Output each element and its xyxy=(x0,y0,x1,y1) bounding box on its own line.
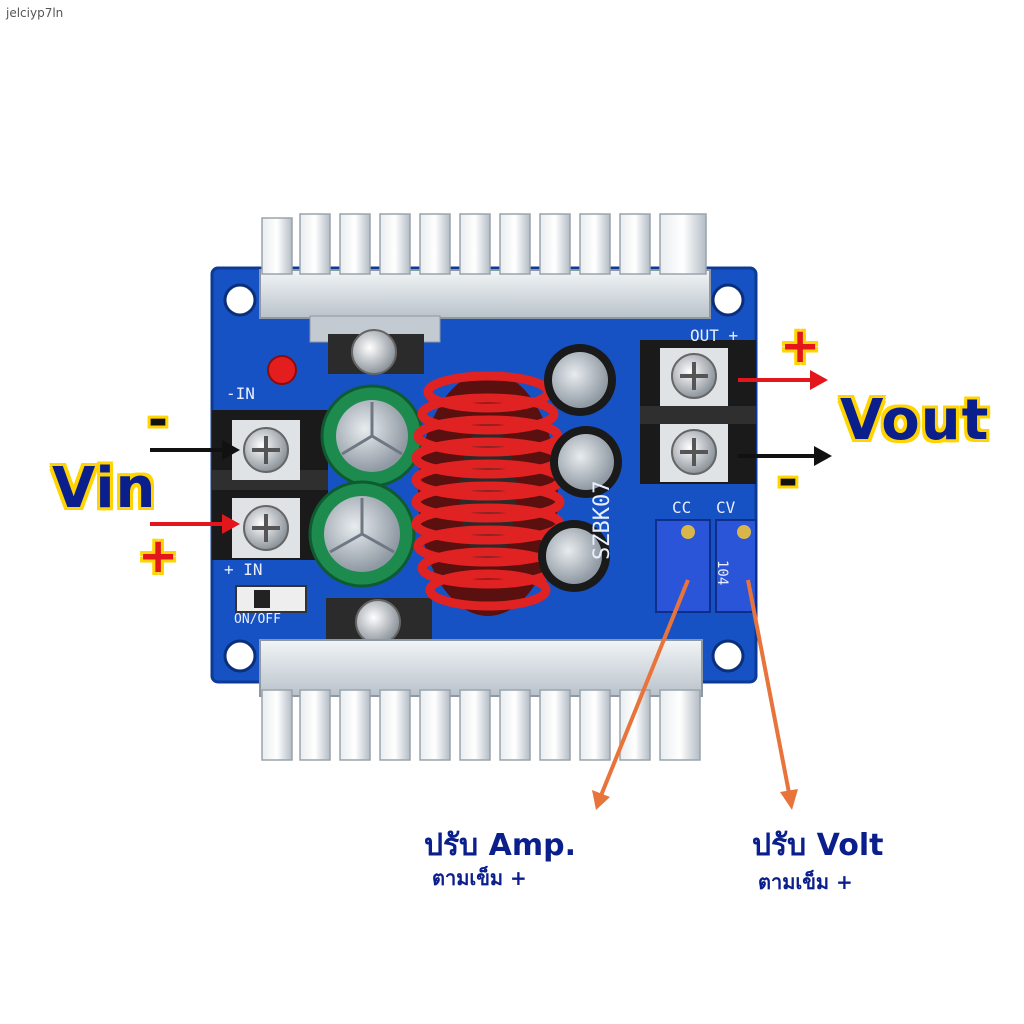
red-led xyxy=(267,355,297,385)
adjust-arrows xyxy=(592,579,798,810)
top-heatsink xyxy=(259,213,711,343)
silk-switch: ON/OFF xyxy=(234,612,281,627)
input-minus-sign: - xyxy=(148,392,168,448)
silk-pot-code: 104 xyxy=(714,560,730,586)
silk-out-plus: OUT + xyxy=(690,326,739,345)
output-capacitors xyxy=(538,344,622,592)
bottom-heatsink xyxy=(259,598,703,761)
adjust-volt-label: ปรับ Volt xyxy=(752,828,884,863)
silk-cv: CV xyxy=(716,498,736,517)
trim-pots xyxy=(655,519,757,613)
input-terminal xyxy=(212,410,328,560)
output-terminal xyxy=(640,340,756,484)
toroid-inductor xyxy=(411,371,565,616)
adjust-amp-label: ปรับ Amp. xyxy=(424,828,576,863)
vin-label: Vin xyxy=(52,456,157,521)
silk-cc: CC xyxy=(672,498,692,517)
input-arrows xyxy=(150,440,240,534)
adjust-volt-sub: ตามเข็ม + xyxy=(758,870,853,894)
silk-in-plus: + IN xyxy=(224,560,263,579)
mounting-holes xyxy=(223,283,745,673)
output-arrows xyxy=(738,370,832,466)
input-plus-sign: + xyxy=(138,528,179,584)
silk-in-minus: -IN xyxy=(226,384,255,403)
output-minus-sign: - xyxy=(778,452,798,508)
input-capacitors xyxy=(308,384,424,588)
adjust-amp-sub: ตามเข็ม + xyxy=(432,866,527,890)
on-off-switch xyxy=(235,585,307,613)
output-plus-sign: + xyxy=(780,318,821,374)
silk-model: SZBK07 xyxy=(590,480,615,560)
vout-label: Vout xyxy=(840,388,990,453)
watermark: jelciyp7ln xyxy=(6,6,64,20)
